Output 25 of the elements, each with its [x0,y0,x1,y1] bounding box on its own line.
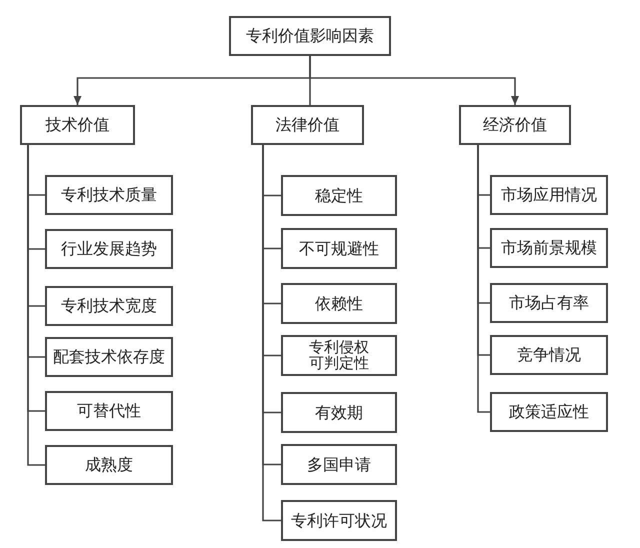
text-box: 技术价值 [20,105,135,145]
text-box: 可替代性 [45,391,173,431]
text-box: 多国申请 [281,444,397,485]
text-box: 专利价值影响因素 [229,16,391,56]
text-box: 配套技术依存度 [45,337,173,377]
text-box: 专利技术质量 [45,175,173,215]
text-box: 政策适应性 [490,392,608,432]
text-box: 依赖性 [281,283,397,324]
text-box: 成熟度 [45,445,173,485]
text-box: 竞争情况 [490,335,608,375]
text-box: 市场前景规模 [490,228,608,268]
text-box: 不可规避性 [281,228,397,269]
connector-line [477,145,490,413]
text-box: 经济价值 [459,105,571,145]
text-box: 专利技术宽度 [45,286,173,326]
text-box: 有效期 [281,392,397,433]
text-box: 市场应用情况 [490,175,608,215]
connector-line [27,145,45,466]
text-box: 行业发展趋势 [45,229,173,269]
text-box: 法律价值 [251,105,364,145]
text-box: 市场占有率 [490,283,608,323]
text-box: 专利许可状况 [281,500,397,541]
text-box: 专利侵权可判定性 [281,335,397,376]
connector-line [309,56,519,105]
text-box: 稳定性 [281,175,397,216]
